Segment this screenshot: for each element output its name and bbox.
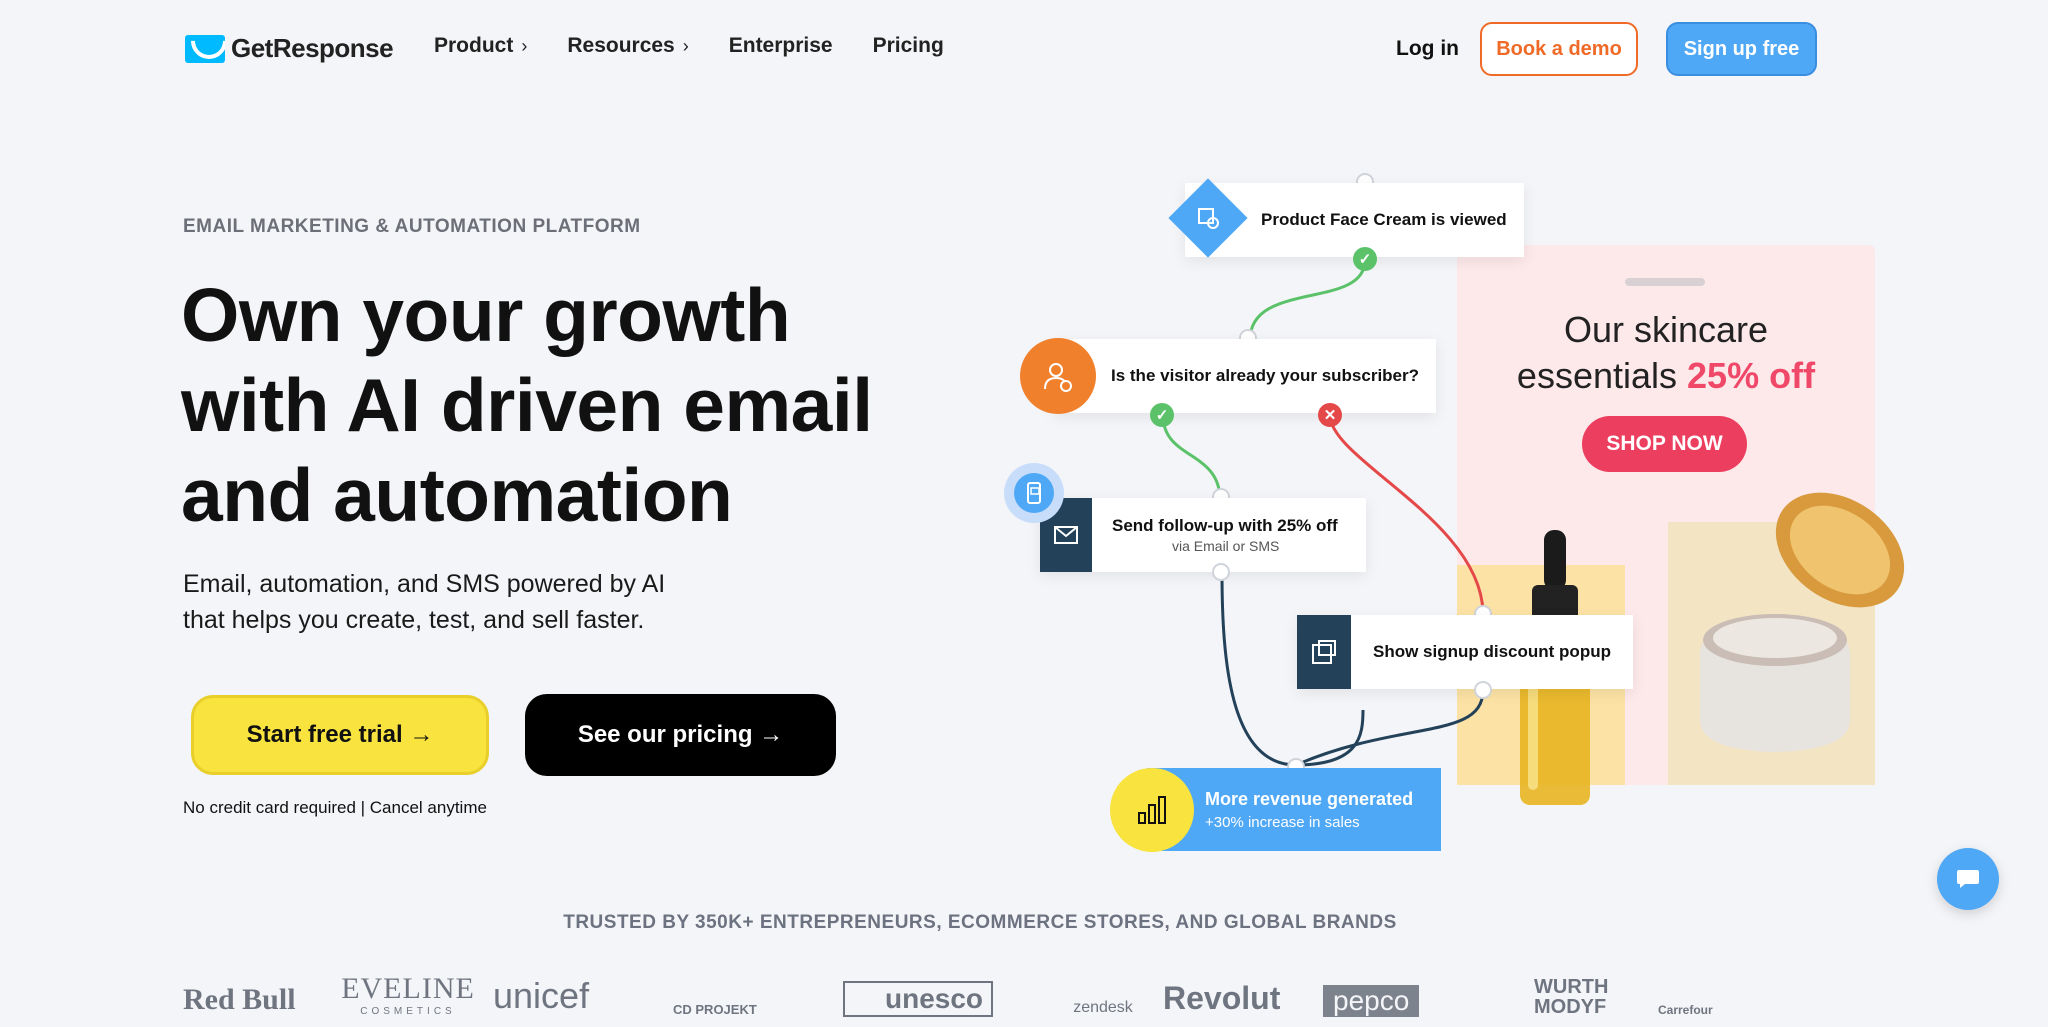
promo-handle [1625, 278, 1705, 286]
logo-pepco-name: pepco [1323, 985, 1420, 1017]
logo-zendesk: zendesk [1073, 999, 1133, 1016]
cream-jar-image [1700, 492, 1905, 752]
promo-title-line: Our skincare [1563, 309, 1769, 350]
nav-item-enterprise[interactable]: Enterprise [728, 34, 833, 57]
chat-button[interactable] [1937, 848, 1999, 910]
nav-item-label: Product [434, 34, 514, 57]
flow-connector-dot [1474, 681, 1492, 699]
flow-result-sublabel: +30% increase in sales [1205, 813, 1360, 831]
chevron-right-icon: › [682, 35, 689, 56]
flow-step-label: Product Face Cream is viewed [1261, 210, 1507, 229]
brand-logos-row: Red Bull EVELINE COSMETICS unicef CD PRO… [183, 972, 1738, 1017]
logo-wurth-modyf: WURTH MODYF [1488, 977, 1658, 1017]
logo-carrefour: Carrefour [1658, 1003, 1713, 1017]
promo-discount: 25% off [1687, 355, 1816, 396]
headline-line: and automation [181, 453, 733, 537]
flow-step-subscriber-check: Is the visitor already your subscriber? [1054, 339, 1436, 413]
logo-wurth-name: WURTH [1534, 976, 1609, 998]
book-demo-button[interactable]: Book a demo [1480, 22, 1638, 76]
hero-eyebrow: EMAIL MARKETING & AUTOMATION PLATFORM [183, 216, 641, 237]
nav-item-label: Resources [567, 34, 675, 57]
hero-headline: Own your growth with AI driven email and… [181, 270, 941, 540]
logo-eveline: EVELINE COSMETICS [323, 972, 493, 1017]
user-check-icon [1020, 338, 1096, 414]
logo-unesco: unesco [843, 981, 1043, 1017]
envelope-logo-icon [185, 34, 225, 63]
chat-bubble-icon [1957, 870, 1979, 888]
headline-line: Own your growth [181, 273, 791, 357]
chevron-right-icon: › [521, 35, 528, 56]
headline-line: with AI driven email [181, 363, 873, 447]
flow-connector-dot [1212, 563, 1230, 581]
nav-item-resources[interactable]: Resources › [567, 34, 688, 58]
subtitle-line: Email, automation, and SMS powered by AI [183, 570, 666, 598]
hero-note: No credit card required | Cancel anytime [183, 798, 487, 817]
start-free-trial-button[interactable]: Start free trial → [191, 695, 489, 775]
flow-connectors [1161, 259, 1485, 767]
logo-unesco-name: unesco [843, 981, 994, 1017]
brand-name: GetResponse [231, 33, 394, 63]
flow-result-label: More revenue generated [1205, 788, 1414, 809]
trusted-heading: TRUSTED BY 350K+ ENTREPRENEURS, ECOMMERC… [563, 912, 1397, 933]
nav-item-product[interactable]: Product › [434, 34, 527, 58]
flow-step-signup-popup: Show signup discount popup [1297, 615, 1633, 689]
flow-step-label: Send follow-up with 25% off [1112, 516, 1338, 535]
login-link[interactable]: Log in [1396, 37, 1459, 60]
promo-title: Our skincare essentials 25% off [1457, 307, 1875, 399]
logo-pepco: pepco [1323, 985, 1488, 1017]
no-cross-icon: ✕ [1318, 403, 1342, 427]
bar-chart-icon [1110, 768, 1194, 852]
sign-up-button[interactable]: Sign up free [1666, 22, 1817, 76]
shop-now-button[interactable]: SHOP NOW [1582, 416, 1747, 472]
yes-check-icon: ✓ [1353, 247, 1377, 271]
flow-step-label: Is the visitor already your subscriber? [1111, 366, 1420, 385]
flow-step-sublabel: via Email or SMS [1172, 538, 1280, 554]
brand-logo[interactable]: GetResponse [185, 33, 394, 64]
logo-eveline-name: EVELINE [341, 972, 475, 1005]
logo-unicef: unicef [493, 975, 590, 1016]
logo-redbull: Red Bull [183, 983, 296, 1016]
flow-result-revenue: More revenue generated +30% increase in … [1147, 768, 1441, 851]
logo-revolut: Revolut [1163, 980, 1281, 1016]
product-view-icon [1168, 178, 1248, 258]
sms-icon [1004, 463, 1064, 523]
promo-title-line: essentials [1516, 355, 1678, 396]
main-nav: Product › Resources › Enterprise Pricing [434, 34, 944, 58]
logo-cd-projekt: CD PROJEKT [673, 1002, 757, 1017]
flow-step-label: Show signup discount popup [1373, 642, 1611, 661]
flow-step-follow-up: Send follow-up with 25% off via Email or… [1040, 498, 1366, 572]
yes-check-icon: ✓ [1150, 403, 1174, 427]
nav-item-pricing[interactable]: Pricing [872, 34, 944, 57]
see-pricing-button[interactable]: See our pricing → [525, 694, 836, 776]
logo-modyf-name: MODYF [1534, 996, 1607, 1018]
hero-subtitle: Email, automation, and SMS powered by AI… [183, 566, 703, 638]
logo-eveline-tagline: COSMETICS [360, 1006, 456, 1017]
popup-icon [1297, 615, 1351, 689]
subtitle-line: that helps you create, test, and sell fa… [183, 606, 645, 634]
